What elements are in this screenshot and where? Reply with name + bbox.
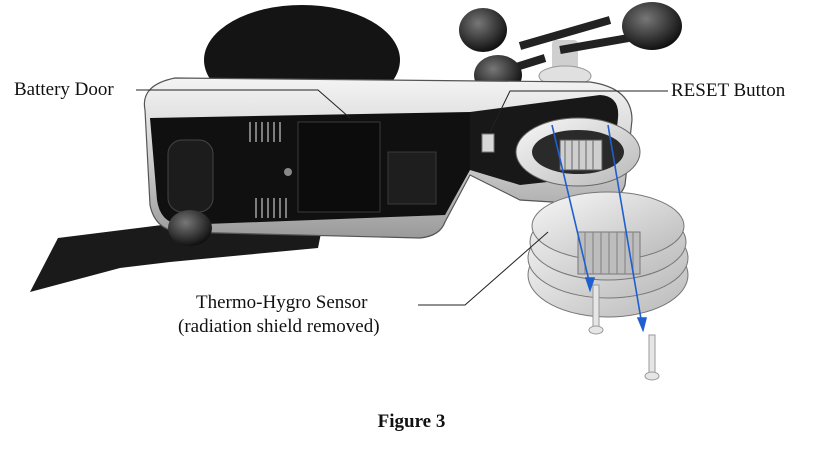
mounting-screw [588, 284, 660, 381]
anemometer-cup-icon [622, 2, 682, 50]
assembly-arrows [551, 124, 648, 333]
thermo-hygro-sensor [559, 139, 603, 171]
sensor-label-line1: Thermo-Hygro Sensor [196, 292, 368, 313]
battery-door-label: Battery Door [14, 79, 114, 100]
vane-pivot [167, 139, 214, 246]
vent-grille [249, 122, 287, 218]
callout-leader-lines [136, 89, 668, 306]
reset-button-label: RESET Button [671, 80, 786, 101]
radiation-shield [527, 191, 689, 318]
sensor-label-line2: (radiation shield removed) [178, 316, 380, 337]
battery-door [297, 121, 381, 213]
wind-vane-fin [30, 218, 322, 292]
anemometer-cup-icon [459, 8, 507, 52]
reset-button[interactable] [481, 133, 495, 153]
figure-caption: Figure 3 [377, 411, 446, 432]
